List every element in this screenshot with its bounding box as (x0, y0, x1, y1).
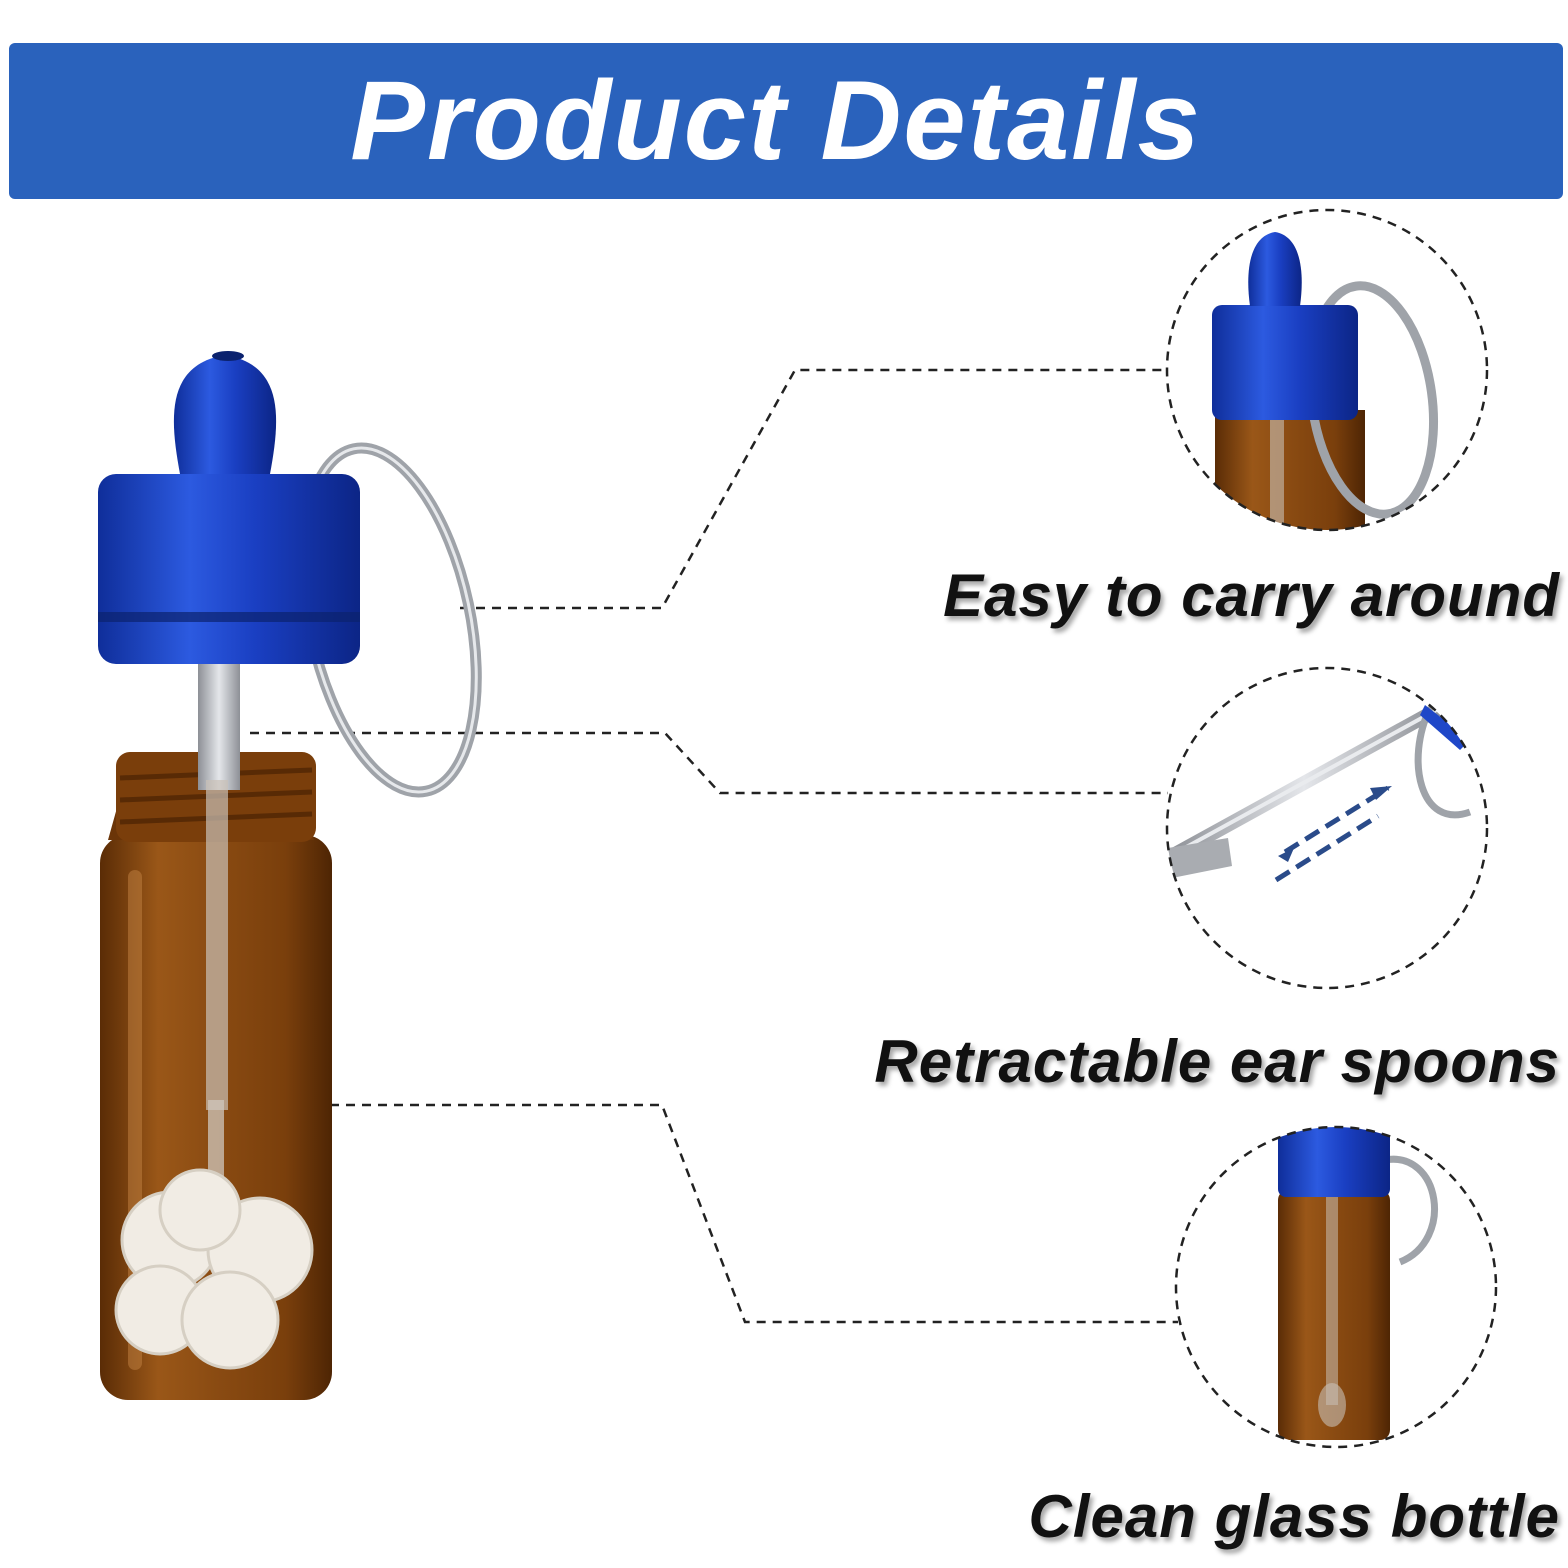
detail-circle-3 (1174, 1125, 1498, 1449)
feature-label-spoons: Retractable ear spoons (874, 1028, 1560, 1095)
bottle-main (98, 351, 482, 1400)
feature-label-carry: Easy to carry around (943, 562, 1560, 629)
detail-circle-2 (1165, 666, 1489, 990)
page-title: Product Details (350, 58, 1202, 183)
connector-lines (250, 368, 1178, 1324)
connector-line-3 (330, 1103, 1178, 1324)
header-banner: Product Details (9, 43, 1563, 199)
detail-circle-1 (1165, 208, 1489, 532)
retract-arrows-icon (1274, 785, 1390, 883)
cap-keyring-icon (1212, 305, 1358, 420)
connector-line-2 (250, 731, 1168, 795)
tablets (114, 1168, 314, 1370)
cap-knob (173, 355, 277, 474)
connector-line-1 (460, 368, 1168, 610)
feature-label-glass: Clean glass bottle (1028, 1483, 1560, 1550)
spoon-stem (198, 660, 240, 790)
cap (98, 474, 360, 664)
